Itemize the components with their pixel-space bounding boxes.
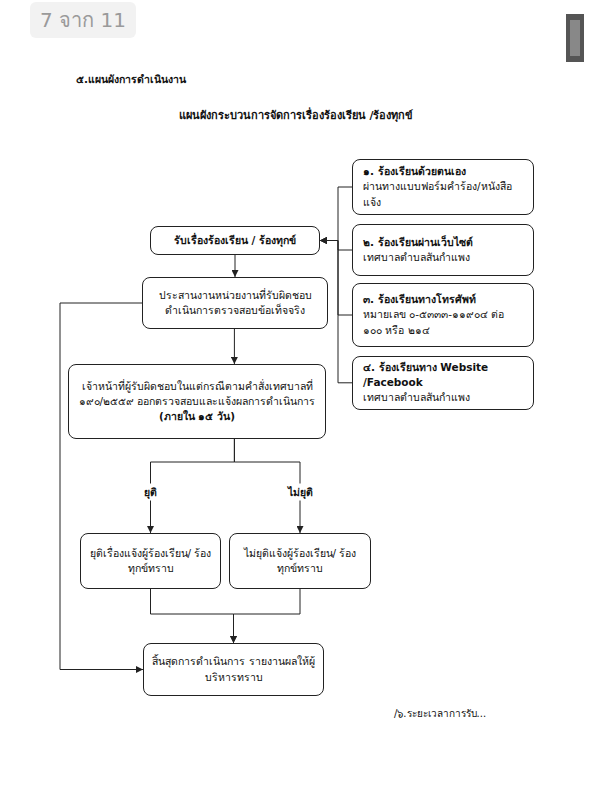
connector-arrow [234,589,301,643]
node-text: รับเรื่องร้องเรียน / ร้องทุกข์ [159,233,311,248]
node-subtext: หมายเลข ๐-๕๓๓๓-๑๑๙๐๔ ต่อ ๑๐๐ หรือ ๒๑๔ [363,307,525,337]
node-text: ๒. ร้องเรียนผ่านเว็บไซต์ [363,235,525,250]
connector-arrow [151,589,234,643]
node-subtext: (ภายใน ๑๕ วัน) [77,409,317,424]
continuation-note: /๖.ระยะเวลาการรับ... [394,706,486,721]
node-text: เจ้าหน้าที่ผู้รับผิดชอบในแต่กรณีตามคำสั่… [77,379,317,409]
branch-label: ไม่ยุติ [286,483,315,500]
node-subtext: เทศบาลตำบลสันกำแพง [363,250,525,265]
node-subtext: เทศบาลตำบลสันกำแพง [363,390,525,405]
result-box: ยุติเรื่องแจ้งผู้ร้องเรียน/ ร้องทุกข์ทรา… [80,533,221,589]
result-box: ไม่ยุติแจ้งผู้ร้องเรียน/ ร้องทุกข์ทราบ [229,533,371,589]
connector-arrow [235,255,236,277]
channel-box: ๒. ร้องเรียนผ่านเว็บไซต์เทศบาลตำบลสันกำแ… [352,224,534,276]
channel-box: ๓. ร้องเรียนทางโทรศัพท์หมายเลข ๐-๕๓๓๓-๑๑… [352,283,534,347]
scan-mark [570,20,580,56]
branch-label: ยุติ [142,483,159,500]
connector-arrow [320,187,352,241]
node-text: ๑. ร้องเรียนด้วยตนเอง [363,164,525,179]
end-box: สิ้นสุดการดำเนินการ รายงานผลให้ผู้บริหาร… [143,643,324,696]
connector-arrow [60,303,143,670]
connector-arrow [234,329,236,364]
diagram-title: แผนผังกระบวนการจัดการเรื่องร้องเรียน /ร้… [0,106,592,124]
node-text: ยุติเรื่องแจ้งผู้ร้องเรียน/ ร้องทุกข์ทรา… [89,546,212,576]
node-text: ไม่ยุติแจ้งผู้ร้องเรียน/ ร้องทุกข์ทราบ [238,546,362,576]
process-box: รับเรื่องร้องเรียน / ร้องทุกข์ [150,226,320,255]
process-box: เจ้าหน้าที่ผู้รับผิดชอบในแต่กรณีตามคำสั่… [68,364,326,439]
channel-box: ๔. ร้องเรียนทาง Website /Facebookเทศบาลต… [352,356,534,410]
page-indicator: 7 จาก 11 [30,2,136,38]
connector-arrow [151,439,235,533]
node-text: สิ้นสุดการดำเนินการ รายงานผลให้ผู้บริหาร… [152,654,315,684]
process-box: ประสานงานหน่วยงานที่รับผิดชอบ ดำเนินการต… [142,277,328,329]
node-text: ๓. ร้องเรียนทางโทรศัพท์ [363,292,525,307]
scan-mark [566,14,584,62]
connector-arrow [320,241,352,251]
node-text: ๔. ร้องเรียนทาง Website /Facebook [363,360,525,390]
node-subtext: ผ่านทางแบบฟอร์มคำร้อง/หนังสือแจ้ง [363,179,525,209]
channel-box: ๑. ร้องเรียนด้วยตนเองผ่านทางแบบฟอร์มคำร้… [352,159,534,215]
section-heading: ๕.แผนผังการดำเนินงาน [76,71,186,88]
node-text: ประสานงานหน่วยงานที่รับผิดชอบ ดำเนินการต… [151,288,319,318]
